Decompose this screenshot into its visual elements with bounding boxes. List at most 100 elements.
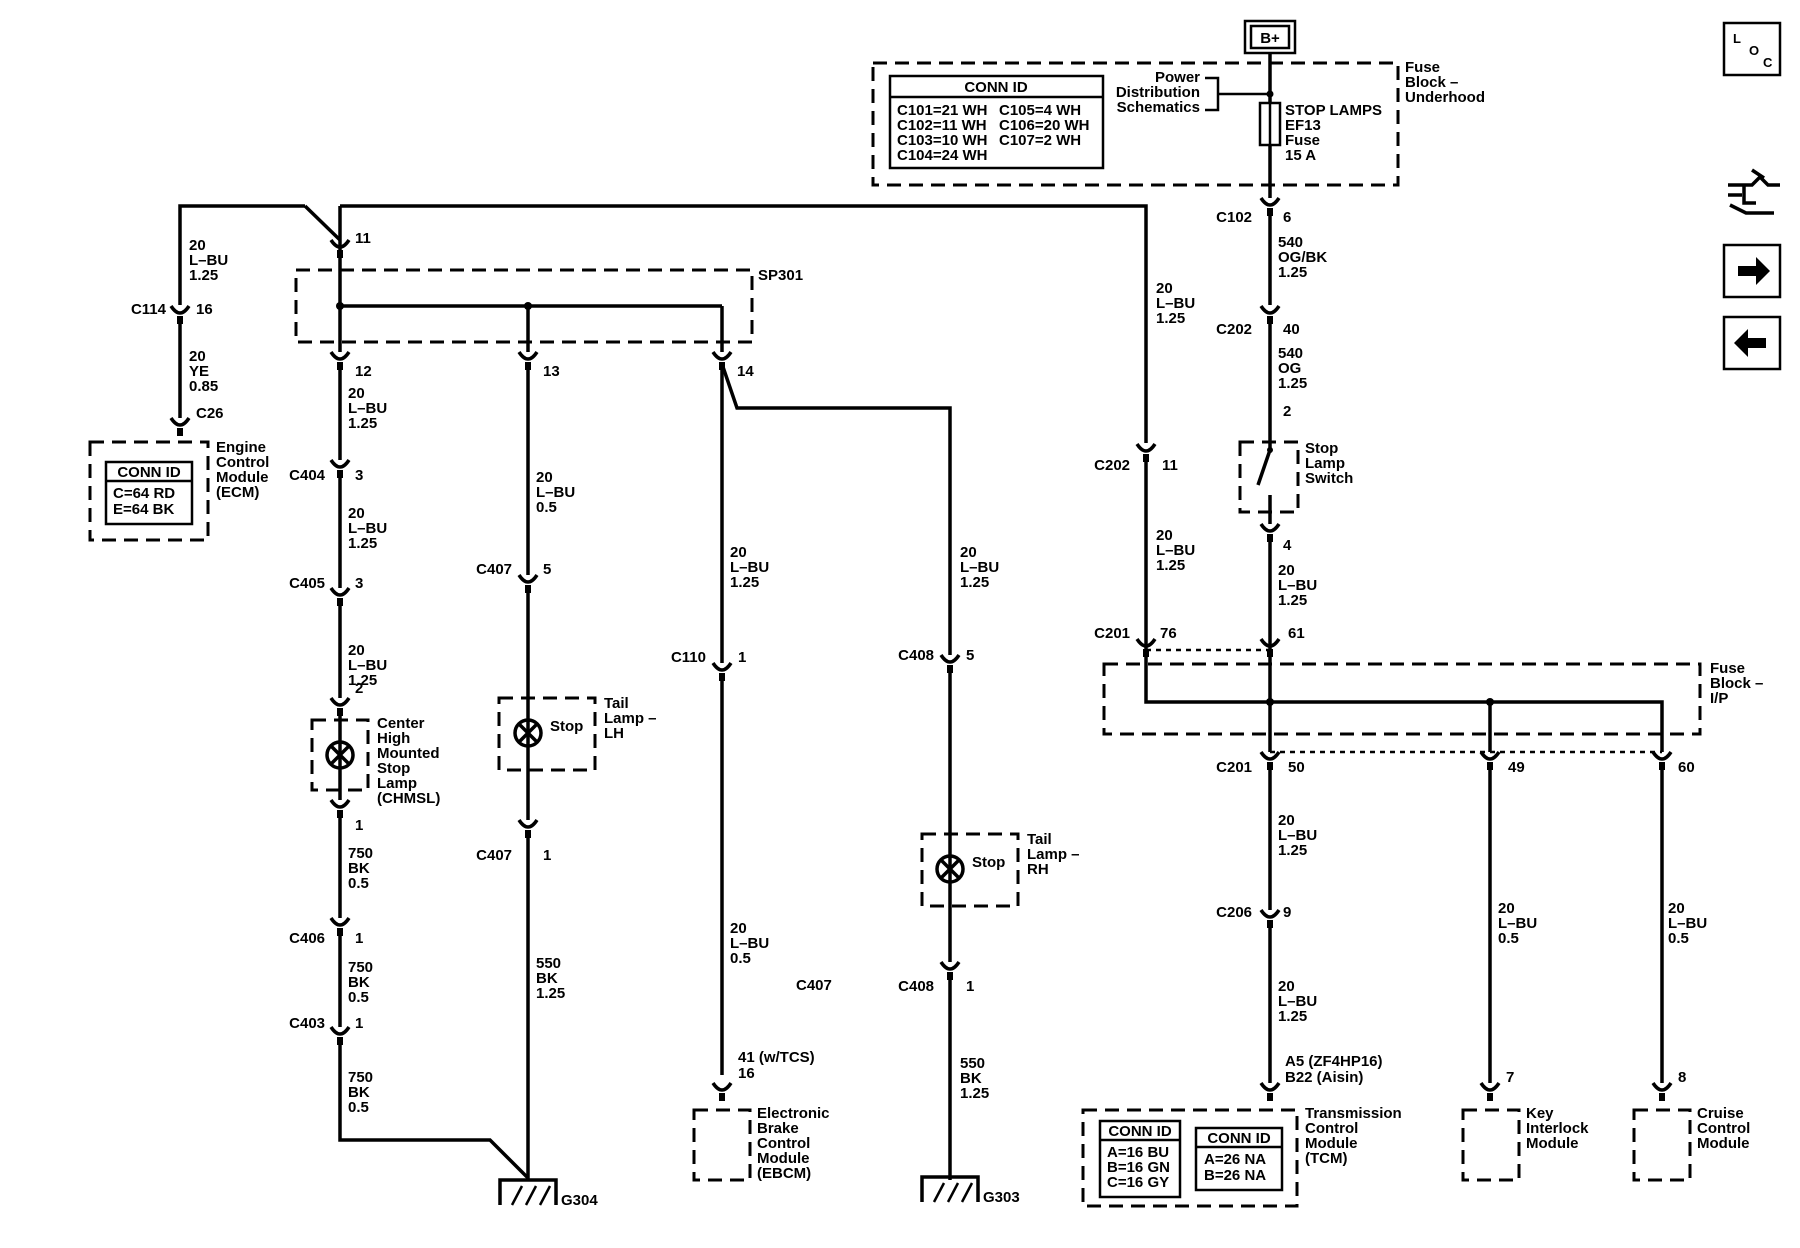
svg-text:B=26 NA: B=26 NA	[1204, 1167, 1266, 1184]
fuse-block-conn-table	[888, 74, 1105, 170]
svg-text:Fuse: Fuse	[1710, 660, 1745, 677]
svg-text:L–BU: L–BU	[348, 657, 387, 674]
loc-icon[interactable]: L O C	[1722, 21, 1782, 77]
svg-text:50: 50	[1288, 759, 1305, 776]
svg-text:L–BU: L–BU	[960, 559, 999, 576]
fuse-block-ip-outline	[1102, 662, 1702, 736]
tcm-label: Transmission Control Module (TCM)	[1305, 1105, 1402, 1167]
wire-label-405: 20L–BU1.25	[348, 642, 387, 689]
svg-text:L–BU: L–BU	[348, 520, 387, 537]
svg-text:20: 20	[536, 469, 553, 486]
svg-text:20: 20	[960, 544, 977, 561]
svg-text:B=16 GN: B=16 GN	[1107, 1159, 1170, 1176]
svg-text:3: 3	[355, 467, 363, 484]
ground-g304-icon	[498, 1178, 558, 1206]
svg-text:I/P: I/P	[1710, 690, 1728, 707]
b-plus-inner	[1249, 24, 1291, 50]
svg-text:Fuse: Fuse	[1405, 59, 1440, 76]
tail-lamp-lh-outline	[497, 696, 597, 772]
svg-text:20: 20	[348, 505, 365, 522]
tail-lamp-lh-stop: Stop	[550, 718, 583, 735]
svg-text:11: 11	[355, 230, 371, 247]
svg-text:Block –: Block –	[1710, 675, 1763, 692]
connector-labels: C102 C202 C202 C201 C201 C206 C114 C26 C…	[131, 209, 1252, 1032]
wire-label-cruise: 20L–BU0.5	[1668, 900, 1707, 947]
svg-text:L–BU: L–BU	[348, 400, 387, 417]
tail-lamp-rh-icon	[935, 854, 965, 884]
svg-text:12: 12	[355, 363, 372, 380]
svg-text:Tail: Tail	[1027, 831, 1052, 848]
fuse-block-ip-bus	[1144, 645, 1664, 752]
svg-text:750: 750	[348, 845, 373, 862]
svg-text:1: 1	[355, 1015, 363, 1032]
svg-text:0.5: 0.5	[348, 1099, 369, 1116]
svg-text:C=16 GY: C=16 GY	[1107, 1174, 1169, 1191]
svg-text:L–BU: L–BU	[1278, 577, 1317, 594]
svg-text:76: 76	[1160, 625, 1177, 642]
svg-text:20: 20	[348, 642, 365, 659]
sp301-outline	[294, 268, 754, 344]
svg-text:L–BU: L–BU	[1498, 915, 1537, 932]
svg-text:BK: BK	[960, 1070, 982, 1087]
svg-text:61: 61	[1288, 625, 1305, 642]
tail-lamp-lh-label: Tail Lamp – LH	[604, 695, 657, 742]
svg-text:YE: YE	[189, 363, 209, 380]
arrow-right-icon[interactable]	[1722, 243, 1782, 299]
ebcm-outline	[692, 1108, 752, 1182]
svg-text:1.25: 1.25	[1278, 375, 1307, 392]
svg-text:C201: C201	[1094, 625, 1130, 642]
svg-text:C110: C110	[671, 649, 706, 666]
svg-text:L–BU: L–BU	[1156, 542, 1195, 559]
stop-lamp-switch-label: Stop Lamp Switch	[1305, 440, 1353, 487]
svg-text:Interlock: Interlock	[1526, 1120, 1589, 1137]
svg-text:3: 3	[355, 575, 363, 592]
svg-text:C102: C102	[1216, 209, 1252, 226]
svg-text:L–BU: L–BU	[1156, 295, 1195, 312]
wire-label-ebcm: 20L–BU0.5	[730, 920, 769, 967]
svg-text:Transmission: Transmission	[1305, 1105, 1402, 1122]
svg-text:1.25: 1.25	[1278, 1008, 1307, 1025]
svg-text:C206: C206	[1216, 904, 1252, 921]
svg-text:11: 11	[1162, 457, 1178, 474]
svg-text:C106=20 WH: C106=20 WH	[999, 117, 1089, 134]
pin-labels: 6 40 2 4 61 76 11 50 49 60 9 A5 (ZF4HP16…	[196, 209, 1695, 1086]
svg-text:20: 20	[1278, 562, 1295, 579]
conn-table-rows: C101=21 WH C105=4 WH C102=11 WH C106=20 …	[897, 102, 1089, 164]
arrow-left-icon[interactable]	[1722, 315, 1782, 371]
tail-lamp-lh-icon	[513, 718, 543, 748]
svg-text:CONN ID: CONN ID	[117, 464, 181, 481]
svg-text:5: 5	[543, 561, 551, 578]
svg-text:540: 540	[1278, 234, 1303, 251]
svg-text:OG/BK: OG/BK	[1278, 249, 1327, 266]
wire-label-tcm-2: 20L–BU1.25	[1278, 978, 1317, 1025]
schematic-flow-icon[interactable]	[1728, 168, 1780, 215]
svg-text:C114: C114	[131, 301, 167, 318]
svg-text:0.85: 0.85	[189, 378, 218, 395]
conn-table-title: CONN ID	[964, 79, 1028, 96]
b-plus-label: B+	[1260, 30, 1280, 47]
wire-label-key: 20L–BU0.5	[1498, 900, 1537, 947]
svg-text:0.5: 0.5	[536, 499, 557, 516]
svg-text:6: 6	[1283, 209, 1291, 226]
svg-text:L–BU: L–BU	[1668, 915, 1707, 932]
svg-text:E=64 BK: E=64 BK	[113, 501, 174, 518]
wire-label-tcm-1: 20L–BU1.25	[1278, 812, 1317, 859]
svg-text:0.5: 0.5	[1498, 930, 1519, 947]
svg-text:2: 2	[355, 680, 363, 697]
svg-text:L–BU: L–BU	[189, 252, 228, 269]
svg-text:Lamp: Lamp	[1305, 455, 1345, 472]
ground-g304-label: G304	[561, 1192, 598, 1209]
wire-chmsl-gnd3	[338, 1039, 530, 1180]
svg-text:L–BU: L–BU	[730, 935, 769, 952]
svg-text:1.25: 1.25	[1278, 592, 1307, 609]
svg-text:41 (w/TCS): 41 (w/TCS)	[738, 1049, 815, 1066]
svg-text:C=64 RD: C=64 RD	[113, 485, 175, 502]
svg-text:C202: C202	[1094, 457, 1130, 474]
svg-text:Fuse: Fuse	[1285, 132, 1320, 149]
svg-text:1.25: 1.25	[348, 535, 377, 552]
svg-text:1.25: 1.25	[960, 1085, 989, 1102]
